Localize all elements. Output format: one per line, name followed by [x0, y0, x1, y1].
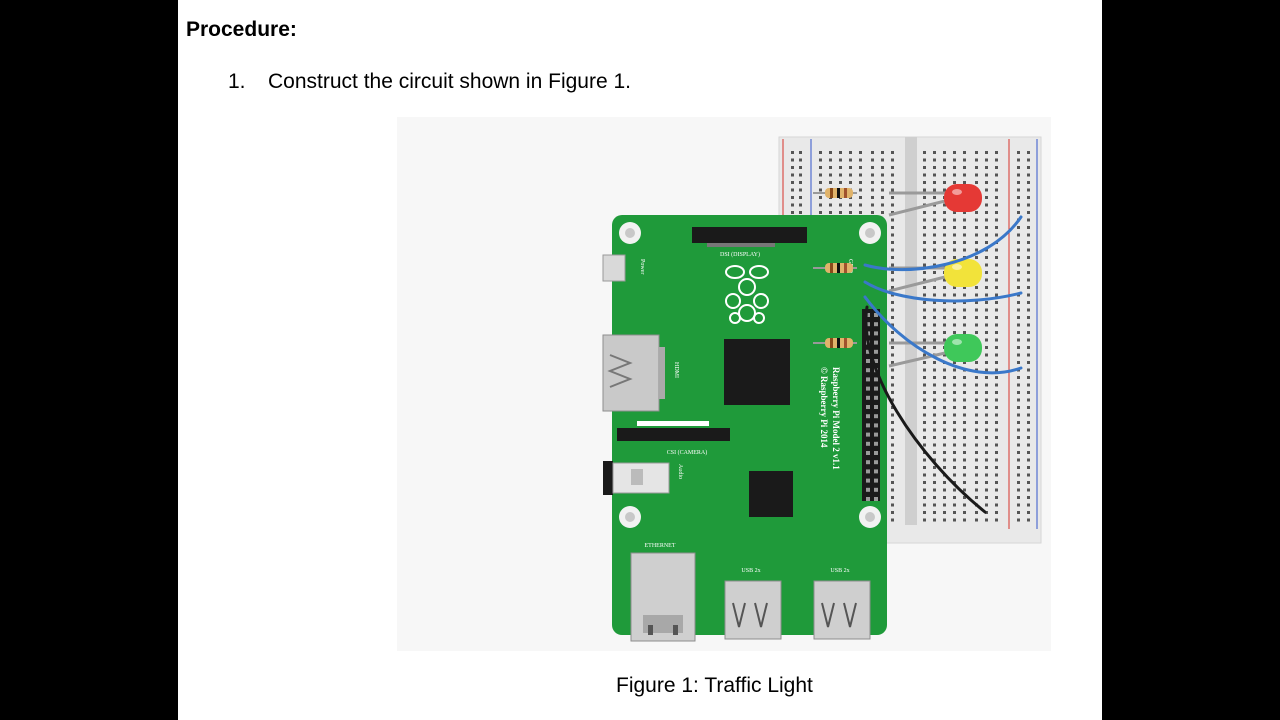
- ground-wire: [864, 305, 987, 514]
- ethernet-label: ETHERNET: [645, 543, 676, 549]
- csi-label: CSI (CAMERA): [667, 449, 708, 456]
- model-label: Raspberry Pi Model 2 v1.1: [831, 367, 841, 470]
- power-connector: [602, 254, 626, 282]
- led-yellow: [944, 259, 982, 287]
- soc-chip: [724, 339, 790, 405]
- step-number: 1.: [228, 70, 246, 93]
- audio-jack: [603, 461, 670, 495]
- power-label: Power: [639, 259, 645, 274]
- signal-wire-1: [863, 215, 1023, 272]
- procedure-step-1: 1. Construct the circuit shown in Figure …: [228, 70, 631, 94]
- usb-port-1: [724, 580, 782, 640]
- csi-connector: [617, 428, 730, 441]
- dsi-connector: [692, 227, 807, 243]
- usb-port-2: [813, 580, 871, 640]
- audio-label: Audio: [677, 464, 683, 479]
- resistor-2: [813, 263, 857, 273]
- resistor-3: [813, 338, 857, 348]
- led-legs: [888, 191, 946, 368]
- led-green: [944, 334, 982, 362]
- usb-label-1: USB 2x: [741, 568, 760, 574]
- hdmi-port: [602, 334, 665, 412]
- copyright-label: © Raspberry Pi 2014: [819, 367, 829, 448]
- usb-label-2: USB 2x: [830, 568, 849, 574]
- hdmi-label: HDMI: [673, 362, 679, 378]
- resistor-1: [813, 188, 857, 198]
- led-red: [944, 184, 982, 212]
- dsi-label: DSI (DISPLAY): [720, 251, 760, 258]
- raspberry-pi-board: DSI (DISPLAY) Power HDMI: [602, 215, 887, 642]
- procedure-heading: Procedure:: [186, 18, 297, 41]
- step-text: Construct the circuit shown in Figure 1.: [268, 70, 631, 93]
- traffic-light-circuit-figure: DSI (DISPLAY) Power HDMI: [397, 117, 1051, 651]
- ethernet-port: [630, 552, 696, 642]
- raspberry-logo-icon: [725, 265, 769, 324]
- usb-controller-chip: [749, 471, 793, 517]
- document-page: Procedure: 1. Construct the circuit shown…: [178, 0, 1102, 720]
- figure-caption: Figure 1: Traffic Light: [616, 674, 813, 697]
- breadboard-center-channel: [905, 137, 917, 525]
- signal-wire-2: [863, 280, 1023, 303]
- signal-wire-3: [863, 295, 1023, 375]
